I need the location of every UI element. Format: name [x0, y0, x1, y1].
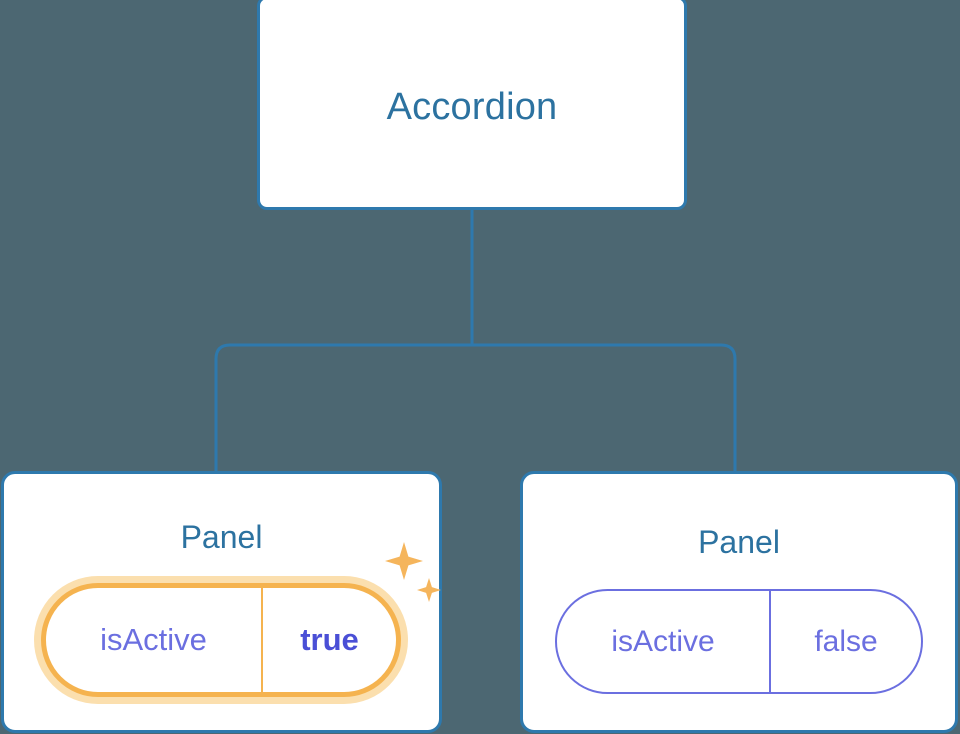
prop-key-label: isActive [46, 588, 263, 692]
prop-pill-isactive-true[interactable]: isActive true [41, 583, 401, 697]
prop-key-label: isActive [557, 591, 771, 692]
prop-pill-isactive-false[interactable]: isActive false [555, 589, 923, 694]
prop-value-label: true [300, 622, 359, 657]
connector-branch-bus [214, 343, 737, 472]
node-accordion-title: Accordion [386, 86, 558, 128]
node-panel-left-title: Panel [180, 519, 263, 555]
node-panel-right-title: Panel [698, 524, 780, 560]
prop-value-label: false [814, 624, 878, 658]
node-accordion[interactable]: Accordion [257, 0, 687, 210]
